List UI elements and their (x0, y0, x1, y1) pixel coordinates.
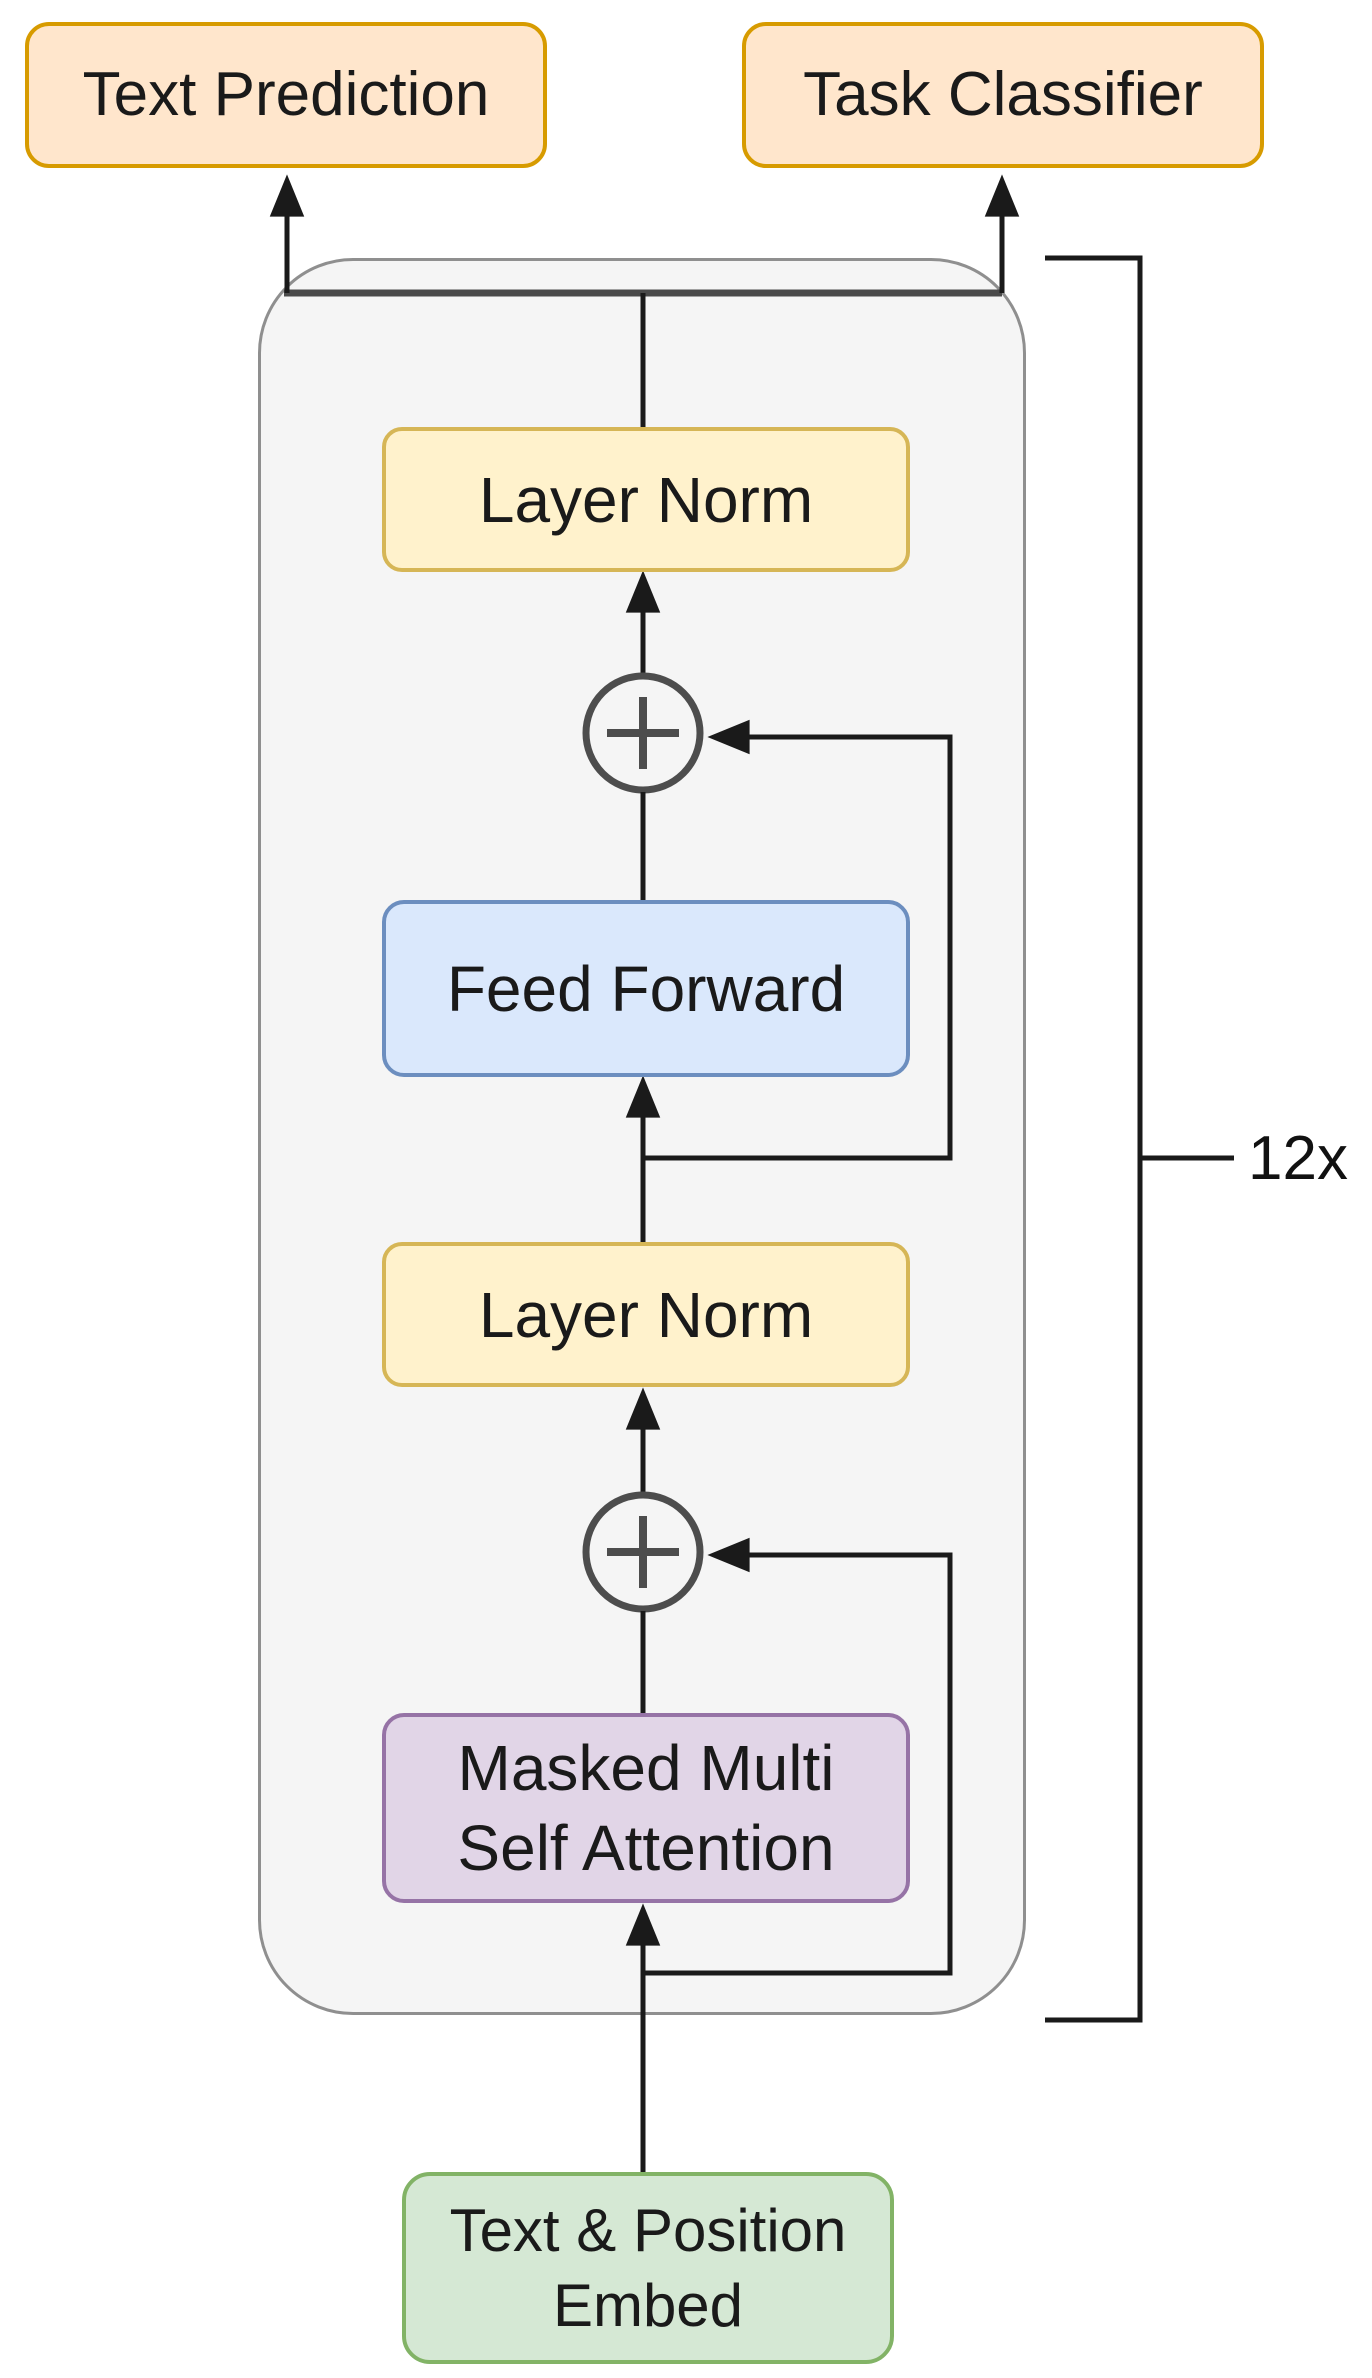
masked-attention-label-line2: Self Attention (457, 1812, 835, 1884)
layer-norm-bottom-box: Layer Norm (382, 1242, 910, 1387)
layer-norm-top-label: Layer Norm (478, 463, 814, 536)
embed-label-line2: Embed (552, 2272, 744, 2339)
masked-multi-self-attention-box: Masked Multi Self Attention (382, 1713, 910, 1903)
task-classifier-box: Task Classifier (742, 22, 1264, 168)
feed-forward-label: Feed Forward (446, 952, 846, 1025)
text-prediction-box: Text Prediction (25, 22, 547, 168)
feed-forward-box: Feed Forward (382, 900, 910, 1077)
masked-attention-label-line1: Masked Multi (457, 1732, 835, 1804)
layer-norm-bottom-label: Layer Norm (478, 1278, 814, 1351)
task-classifier-label: Task Classifier (803, 60, 1203, 130)
layer-norm-top-box: Layer Norm (382, 427, 910, 572)
repeat-count-label: 12x (1248, 1123, 1348, 1193)
text-prediction-label: Text Prediction (82, 60, 490, 130)
text-position-embed-box: Text & Position Embed (402, 2172, 894, 2364)
repeat-bracket (1045, 255, 1143, 2023)
embed-label-line1: Text & Position (449, 2197, 847, 2264)
